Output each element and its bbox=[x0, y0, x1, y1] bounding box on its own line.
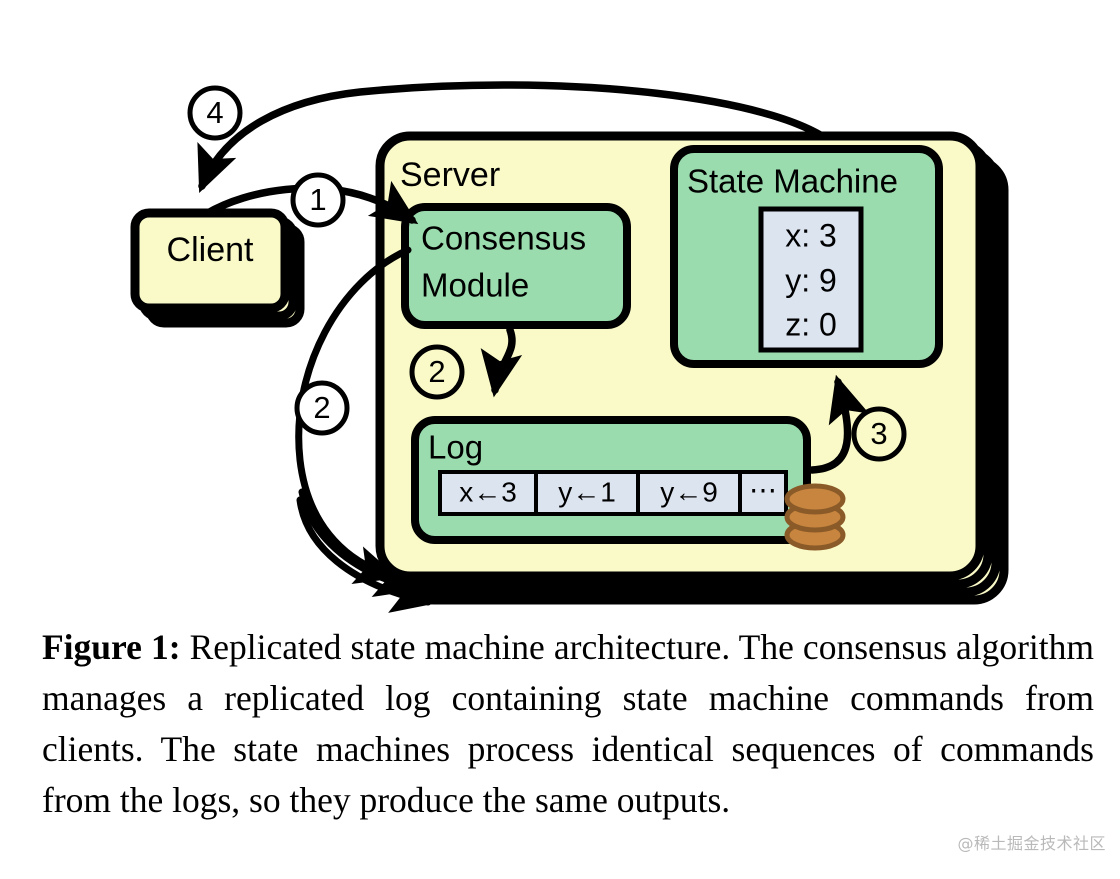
arrow-2-replication-3 bbox=[296, 496, 435, 613]
log-entry-cell bbox=[438, 470, 538, 516]
step-marker-2-inner-label: 2 bbox=[428, 354, 445, 389]
consensus-module-rect bbox=[401, 203, 631, 329]
replicated-state-machine-diagram: Server Consensus Module State Machine x:… bbox=[130, 81, 1009, 613]
arrow-2-replication-1 bbox=[295, 246, 412, 585]
database-disk-stack-icon bbox=[784, 483, 846, 551]
state-machine-box: State Machine x: 3 y: 9 z: 0 bbox=[670, 145, 943, 368]
step-marker-1-label: 1 bbox=[309, 182, 326, 217]
arrow-3-log-to-statemachine bbox=[808, 374, 870, 474]
consensus-module-box: Consensus Module bbox=[401, 203, 631, 329]
server-label: Server bbox=[400, 156, 500, 194]
log-entry-3: ⋯ bbox=[749, 474, 777, 505]
arrows-2-replication-fanout bbox=[295, 246, 435, 613]
log-box: Log x←3 y←1 y←9 ⋯ bbox=[411, 416, 811, 544]
figure-caption: Figure 1: Replicated state machine archi… bbox=[42, 622, 1094, 826]
client-box: Client bbox=[130, 208, 290, 313]
consensus-module-label-line2: Module bbox=[421, 267, 529, 304]
arrow-1-client-to-consensus bbox=[202, 180, 419, 225]
consensus-module-label-line1: Consensus bbox=[421, 220, 586, 257]
arrow-2-consensus-to-log bbox=[480, 326, 523, 398]
log-entry-cell bbox=[636, 470, 742, 516]
step-marker-2-inner: 2 bbox=[409, 344, 465, 400]
step-marker-4: 4 bbox=[187, 85, 243, 141]
watermark-label: @稀土掘金技术社区 bbox=[957, 834, 1106, 853]
state-machine-title: State Machine bbox=[687, 163, 898, 200]
arrow-4-statemachine-to-client bbox=[197, 81, 844, 193]
step-marker-1: 1 bbox=[290, 172, 346, 228]
state-machine-values-panel bbox=[758, 206, 864, 353]
figure-caption-text: Replicated state machine architecture. T… bbox=[42, 627, 1094, 820]
log-entry-0: x←3 bbox=[459, 476, 517, 507]
step-marker-2-outer: 2 bbox=[294, 380, 350, 436]
log-title: Log bbox=[428, 429, 483, 466]
log-entry-2: y←9 bbox=[660, 476, 718, 507]
step-marker-2-outer-label: 2 bbox=[313, 390, 330, 425]
state-entry-y: y: 9 bbox=[785, 262, 837, 298]
log-entry-1: y←1 bbox=[558, 476, 616, 507]
log-entry-cells: x←3 y←1 y←9 ⋯ bbox=[438, 470, 788, 516]
figure-caption-label: Figure 1: bbox=[42, 627, 181, 667]
step-marker-3-label: 3 bbox=[870, 416, 887, 451]
client-box-rect bbox=[130, 208, 290, 313]
step-marker-4-label: 4 bbox=[206, 95, 223, 130]
log-entry-cell bbox=[738, 470, 788, 516]
state-entry-x: x: 3 bbox=[785, 217, 837, 253]
client-label: Client bbox=[167, 231, 254, 269]
step-marker-3: 3 bbox=[851, 406, 907, 462]
state-entry-z: z: 0 bbox=[785, 306, 837, 342]
